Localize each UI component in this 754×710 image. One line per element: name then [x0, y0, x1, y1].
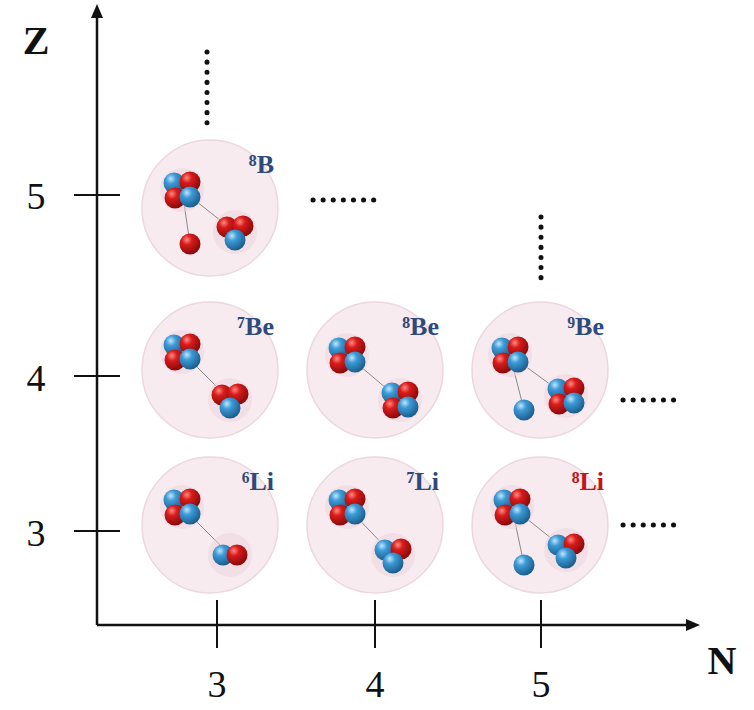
- nucleus-label: ⁶Li: [242, 467, 274, 497]
- nucleus-label: ⁸B: [249, 150, 274, 180]
- nucleus: ⁸Be: [305, 300, 445, 440]
- nucleus-label: ⁹Be: [567, 312, 604, 342]
- tick-label: 3: [27, 511, 46, 555]
- nucleus: ⁷Li: [305, 455, 445, 595]
- tick-label: 5: [532, 662, 551, 706]
- tick-label: 3: [208, 662, 227, 706]
- tick-label: 5: [27, 174, 46, 218]
- tick-label: 4: [27, 356, 46, 400]
- axis-title: N: [708, 637, 737, 684]
- nucleus: ⁹Be: [470, 300, 610, 440]
- nucleus: ⁸Li: [470, 455, 610, 595]
- nucleus-label: ⁸Be: [402, 312, 439, 342]
- nucleus: ⁸B: [140, 138, 280, 278]
- nucleus-label: ⁸Li: [572, 467, 604, 497]
- nucleus: ⁷Be: [140, 300, 280, 440]
- nucleus-label: ⁷Be: [237, 312, 274, 342]
- nucleus: ⁶Li: [140, 455, 280, 595]
- tick-label: 4: [366, 662, 385, 706]
- axis-title: Z: [23, 17, 50, 64]
- nucleus-label: ⁷Li: [407, 467, 439, 497]
